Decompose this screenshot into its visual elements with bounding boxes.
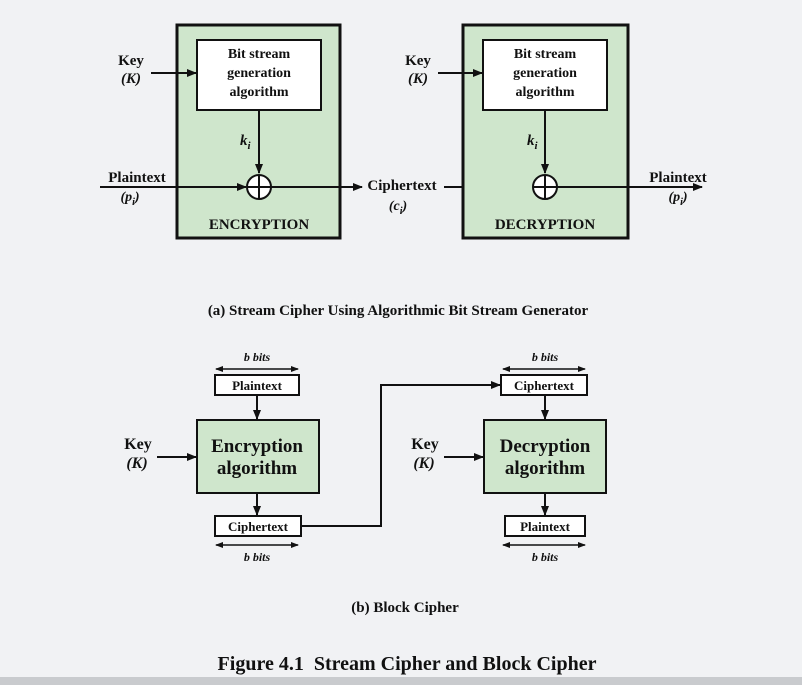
enc-generator-line3: algorithm bbox=[229, 85, 288, 100]
dec-generator-line1: Bit stream bbox=[514, 47, 577, 62]
dec-bottom-bits-label: b bits bbox=[532, 550, 559, 564]
dec-key-symbol: (K) bbox=[408, 71, 428, 87]
figure-title: Figure 4.1 Stream Cipher and Block Ciphe… bbox=[218, 653, 597, 675]
decryption-label: DECRYPTION bbox=[495, 217, 595, 233]
bottom-scrollbar[interactable] bbox=[0, 677, 802, 685]
dec-generator-line3: algorithm bbox=[515, 85, 574, 100]
dec-key-label: Key bbox=[405, 53, 431, 69]
block-cipher-caption: (b) Block Cipher bbox=[351, 600, 459, 616]
ciphertext-connector-arrow bbox=[301, 381, 501, 527]
enc-keystream-symbol: ki bbox=[240, 133, 252, 152]
enc-generator-line2: generation bbox=[227, 66, 291, 81]
enc-generator-line1: Bit stream bbox=[228, 47, 291, 62]
dec-block-plaintext-label: Plaintext bbox=[520, 519, 570, 534]
encryption-algorithm-line2: algorithm bbox=[217, 458, 297, 479]
ciphertext-label: Ciphertext bbox=[367, 178, 436, 194]
encryption-algorithm-line1: Encryption bbox=[211, 436, 303, 457]
encryption-label: ENCRYPTION bbox=[209, 217, 309, 233]
enc-key-label: Key bbox=[118, 53, 144, 69]
block-dec-key-symbol: (K) bbox=[413, 455, 434, 472]
dec-plaintext-symbol: (pi) bbox=[668, 190, 687, 208]
dec-keystream-symbol: ki bbox=[527, 133, 539, 152]
decryption-algorithm-line1: Decryption bbox=[500, 436, 591, 457]
enc-bottom-bits-label: b bits bbox=[244, 550, 271, 564]
enc-plaintext-label: Plaintext bbox=[108, 170, 166, 186]
decryption-algorithm-box bbox=[483, 419, 607, 494]
enc-top-bits-label: b bits bbox=[244, 350, 271, 364]
enc-generator-box bbox=[196, 39, 322, 111]
dec-plaintext-label: Plaintext bbox=[649, 170, 707, 186]
block-plaintext-label: Plaintext bbox=[232, 378, 282, 393]
block-enc-key-label: Key bbox=[124, 436, 152, 453]
dec-top-bits-label: b bits bbox=[532, 350, 559, 364]
enc-key-symbol: (K) bbox=[121, 71, 141, 87]
block-ciphertext-label: Ciphertext bbox=[228, 519, 289, 534]
dec-generator-line2: generation bbox=[513, 66, 577, 81]
stream-cipher-caption: (a) Stream Cipher Using Algorithmic Bit … bbox=[208, 303, 589, 319]
ciphertext-symbol: (ci) bbox=[389, 199, 407, 217]
block-dec-key-label: Key bbox=[411, 436, 439, 453]
dec-ciphertext-label: Ciphertext bbox=[514, 378, 575, 393]
block-enc-key-symbol: (K) bbox=[126, 455, 147, 472]
dec-generator-box bbox=[482, 39, 608, 111]
decryption-algorithm-line2: algorithm bbox=[505, 458, 585, 479]
enc-plaintext-symbol: (pi) bbox=[120, 190, 139, 208]
dec-plaintext-box bbox=[504, 515, 586, 537]
